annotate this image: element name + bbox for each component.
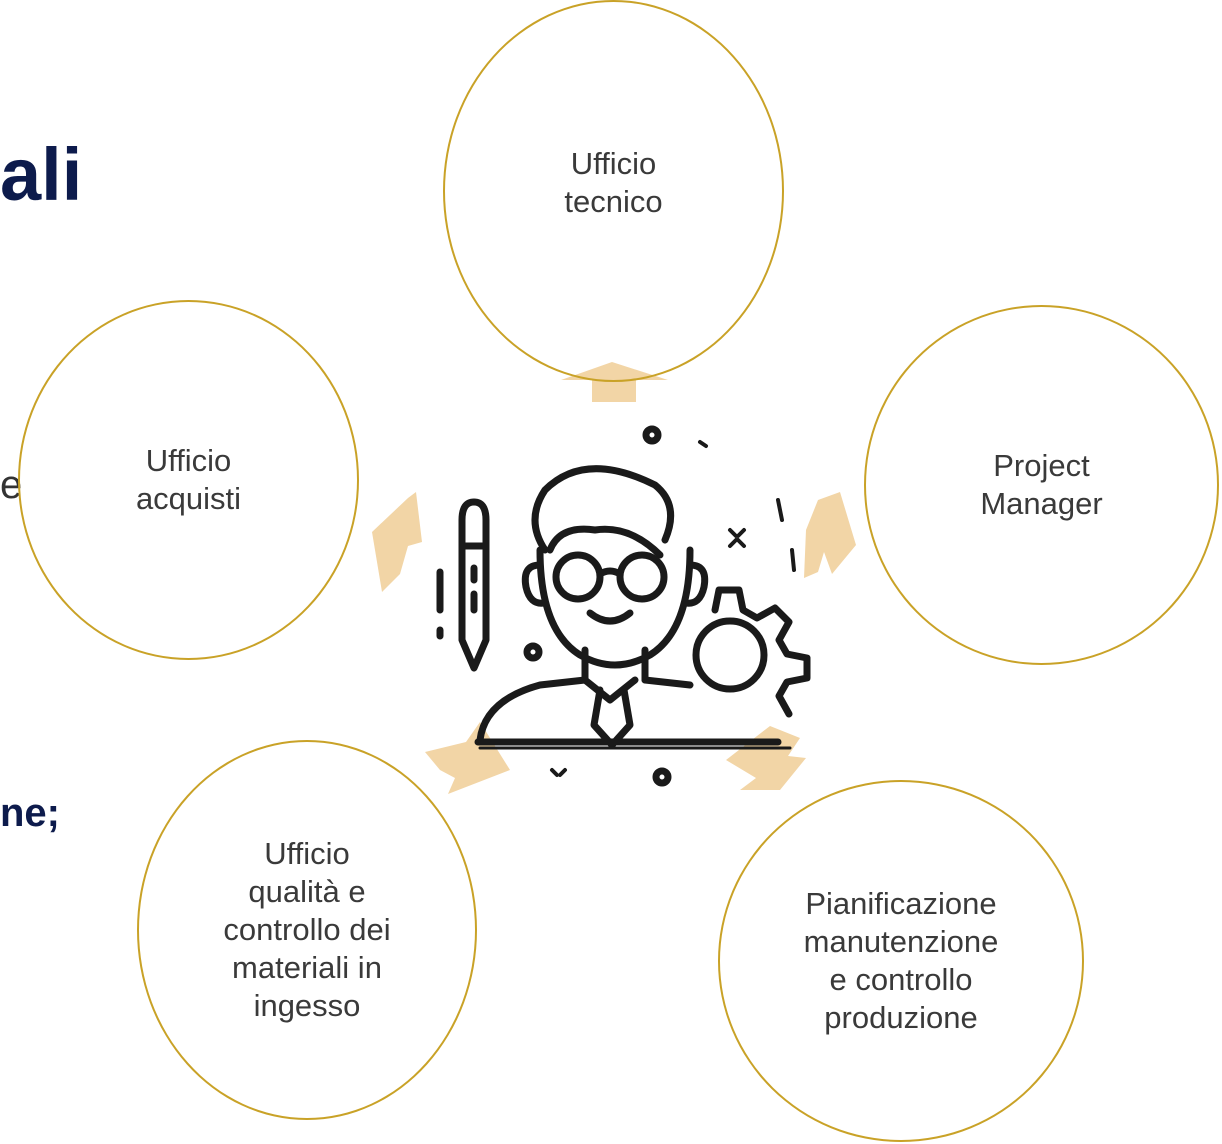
node-label: Ufficio tecnico — [564, 145, 663, 219]
bold-text-fragment: ne; — [0, 791, 60, 835]
node-label: Ufficio qualità e controllo dei material… — [223, 835, 391, 1024]
node-ufficio-qualita: Ufficio qualità e controllo dei material… — [137, 740, 477, 1120]
text-fragment: e — [0, 463, 23, 507]
title-fragment: ali — [0, 133, 83, 216]
node-label: Project Manager — [980, 447, 1103, 521]
node-label: Ufficio acquisti — [135, 442, 242, 516]
node-ufficio-tecnico: Ufficio tecnico — [443, 0, 784, 382]
arrow-down-right-icon — [726, 726, 806, 790]
arrow-left-icon — [372, 492, 422, 592]
node-project-manager: Project Manager — [864, 305, 1219, 665]
engineer-icon — [436, 425, 811, 787]
node-ufficio-acquisti: Ufficio acquisti — [18, 300, 359, 660]
node-label: Pianificazione manutenzione e controllo … — [803, 885, 999, 1036]
arrow-right-icon — [804, 492, 856, 578]
node-pianificazione-produzione: Pianificazione manutenzione e controllo … — [718, 780, 1084, 1142]
